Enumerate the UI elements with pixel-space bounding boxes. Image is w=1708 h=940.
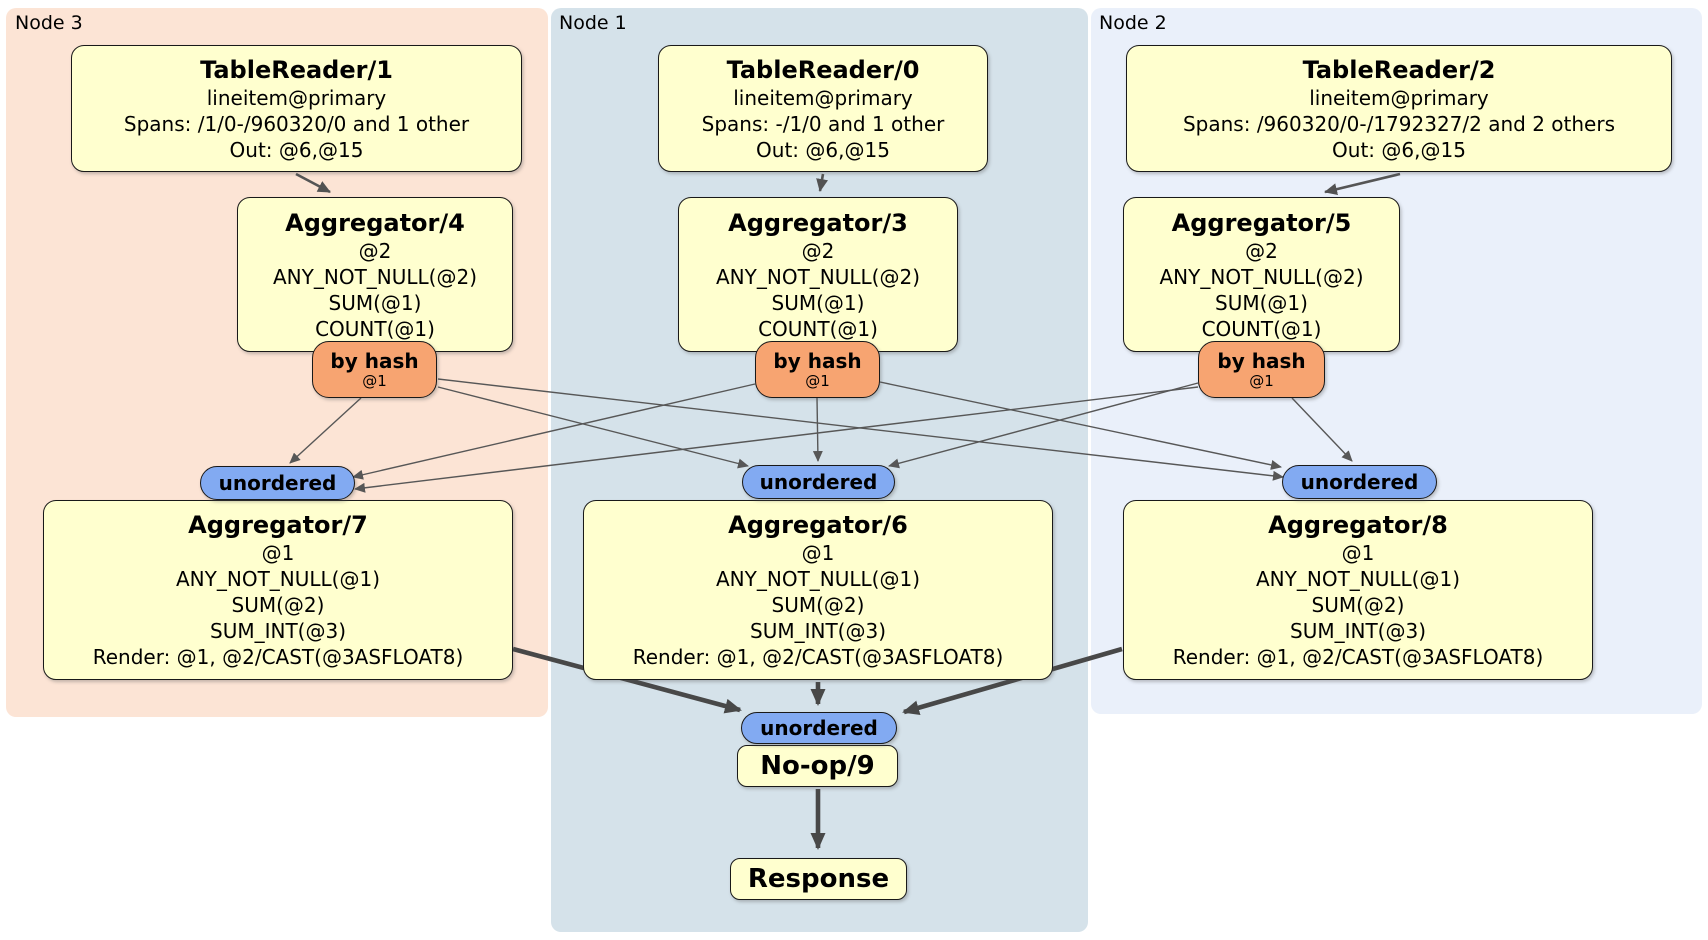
router-detail: @1 [1249,371,1274,390]
processor-line: SUM(@1) [328,290,422,315]
processor-line: Render: @1, @2/CAST(@3ASFLOAT8) [632,645,1004,669]
processor-line: SUM(@1) [771,290,865,315]
sync-label: unordered [759,470,878,494]
router-by-hash-5: by hash @1 [1198,341,1325,398]
processor-line: COUNT(@1) [1201,316,1322,341]
processor-noop9: No-op/9 [737,745,898,787]
processor-aggregator7: Aggregator/7 @1 ANY_NOT_NULL(@1) SUM(@2)… [43,500,513,680]
processor-title: Aggregator/6 [728,511,908,539]
processor-line: lineitem@primary [1309,85,1489,110]
processor-line: SUM_INT(@3) [750,619,886,643]
sync-label: unordered [760,716,878,740]
processor-line: SUM(@2) [771,593,865,617]
processor-line: Spans: -/1/0 and 1 other [701,111,945,136]
sync-unordered-final: unordered [741,712,897,744]
processor-line: ANY_NOT_NULL(@1) [1256,567,1460,591]
processor-title: Aggregator/5 [1171,208,1352,237]
processor-line: SUM_INT(@3) [1290,619,1426,643]
processor-title: No-op/9 [760,751,875,781]
processor-line: Out: @6,@15 [756,137,890,162]
router-label: by hash [1217,348,1306,373]
region-label-node1: Node 1 [559,12,627,34]
processor-response: Response [730,858,907,900]
processor-line: SUM(@2) [231,593,325,617]
processor-line: COUNT(@1) [315,316,435,341]
processor-line: SUM_INT(@3) [210,619,346,643]
processor-line: @1 [1341,541,1375,565]
processor-line: Render: @1, @2/CAST(@3ASFLOAT8) [1172,645,1544,669]
region-label-node3: Node 3 [15,12,83,34]
sync-unordered-node3: unordered [200,466,355,500]
processor-line: @1 [801,541,835,565]
processor-line: Render: @1, @2/CAST(@3ASFLOAT8) [92,645,464,669]
processor-line: lineitem@primary [206,85,387,110]
processor-line: @2 [358,238,392,263]
processor-line: ANY_NOT_NULL(@2) [716,264,920,289]
processor-line: Spans: /1/0-/960320/0 and 1 other [123,111,470,136]
processor-line: ANY_NOT_NULL(@1) [176,567,380,591]
processor-tablereader2: TableReader/2 lineitem@primary Spans: /9… [1126,45,1672,172]
sync-label: unordered [1300,470,1419,494]
processor-title: Response [747,864,890,894]
processor-line: SUM(@1) [1215,290,1308,315]
router-detail: @1 [362,371,387,390]
region-label-node2: Node 2 [1099,12,1167,34]
processor-line: ANY_NOT_NULL(@2) [273,264,477,289]
processor-title: Aggregator/4 [285,208,465,237]
router-detail: @1 [805,371,830,390]
sync-label: unordered [218,471,337,495]
processor-line: @2 [1245,238,1278,263]
processor-aggregator4: Aggregator/4 @2 ANY_NOT_NULL(@2) SUM(@1)… [237,197,513,352]
processor-title: TableReader/1 [200,55,393,84]
processor-title: Aggregator/3 [728,208,908,237]
processor-line: COUNT(@1) [758,316,878,341]
processor-line: @1 [261,541,295,565]
processor-line: ANY_NOT_NULL(@2) [1159,264,1364,289]
processor-aggregator6: Aggregator/6 @1 ANY_NOT_NULL(@1) SUM(@2)… [583,500,1053,680]
processor-aggregator8: Aggregator/8 @1 ANY_NOT_NULL(@1) SUM(@2)… [1123,500,1593,680]
processor-tablereader1: TableReader/1 lineitem@primary Spans: /1… [71,45,522,172]
processor-title: Aggregator/7 [188,511,368,539]
sync-unordered-node1: unordered [742,465,895,499]
processor-title: Aggregator/8 [1268,511,1448,539]
processor-aggregator3: Aggregator/3 @2 ANY_NOT_NULL(@2) SUM(@1)… [678,197,958,352]
processor-aggregator5: Aggregator/5 @2 ANY_NOT_NULL(@2) SUM(@1)… [1123,197,1400,352]
processor-line: ANY_NOT_NULL(@1) [716,567,920,591]
processor-line: Out: @6,@15 [229,137,364,162]
processor-line: Spans: /960320/0-/1792327/2 and 2 others [1182,111,1615,136]
sync-unordered-node2: unordered [1282,465,1437,499]
processor-title: TableReader/0 [726,55,920,84]
processor-line: SUM(@2) [1311,593,1405,617]
processor-line: Out: @6,@15 [1332,137,1466,162]
processor-line: lineitem@primary [733,85,913,110]
processor-tablereader0: TableReader/0 lineitem@primary Spans: -/… [658,45,988,172]
router-by-hash-3: by hash @1 [755,341,880,398]
router-label: by hash [330,348,419,373]
router-by-hash-4: by hash @1 [312,341,437,398]
router-label: by hash [773,348,862,373]
processor-line: @2 [801,238,835,263]
processor-title: TableReader/2 [1302,55,1496,84]
